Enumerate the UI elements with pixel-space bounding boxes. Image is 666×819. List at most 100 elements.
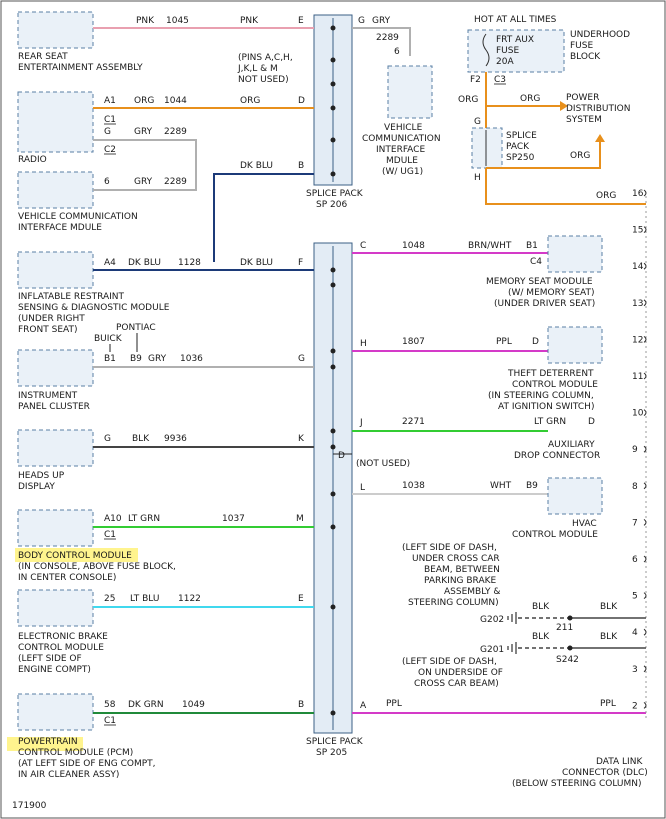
sp205-dot-b [330, 710, 336, 716]
vcim-top-label-3: INTERFACE [376, 145, 425, 155]
sp250-h: H [474, 173, 481, 183]
dlc-pin-12-terminal-icon [643, 336, 647, 343]
gnd-note-3: BEAM, BETWEEN [424, 565, 500, 575]
vcim-top-sp-pin: G [358, 16, 365, 26]
ebcm-color: LT BLU [130, 594, 159, 604]
pcm-sp-pin: B [298, 700, 304, 710]
rse-color-r: PNK [240, 16, 259, 26]
ground-g202-icon [507, 612, 517, 624]
ebcm-label-2: CONTROL MODULE [18, 643, 104, 653]
bcm-label-2: (IN CONSOLE, ABOVE FUSE BLOCK, [18, 562, 176, 572]
hvac-color: WHT [490, 481, 512, 491]
hvac-circuit: 1038 [402, 481, 425, 491]
sp205-label-1: SPLICE PACK [306, 737, 364, 747]
sp205-dot-h [330, 348, 336, 354]
rse-sp-pin: E [298, 16, 304, 26]
aux-sp-pin: J [359, 418, 363, 428]
radio-color-l: ORG [134, 96, 154, 106]
sp206-dot-b [330, 171, 336, 177]
radio-label: RADIO [18, 155, 47, 165]
sp205-label-2: SP 205 [316, 748, 347, 758]
pcm-conn: C1 [104, 716, 116, 726]
hvac-sp-pin: L [360, 483, 365, 493]
memory-circuit: 1048 [402, 241, 425, 251]
radio-color-r: ORG [240, 96, 260, 106]
dlc-pin-3-terminal-icon [643, 665, 647, 673]
bcm-sp-pin: M [296, 514, 304, 524]
sp205-dot-g [330, 364, 336, 370]
dlc-pin-15-terminal-icon [643, 226, 647, 233]
hud-color: BLK [132, 434, 150, 444]
sp206-pins-note-2: J,K,L & M [237, 64, 278, 74]
pds-label-3: SYSTEM [566, 115, 602, 125]
dlc-pin-10-terminal-icon [643, 409, 647, 416]
sp206-dot-2 [330, 57, 336, 63]
pcm-color: DK GRN [128, 700, 164, 710]
memory-sp-pin: C [360, 241, 366, 251]
ebcm-circuit: 1122 [178, 594, 201, 604]
bcm-box [17, 509, 94, 547]
g201-color-r: BLK [600, 632, 618, 642]
vcim-top-pin: 6 [394, 47, 400, 57]
dlc-pin-9: 9 [632, 445, 638, 455]
g201-note-1: (LEFT SIDE OF DASH, [402, 657, 497, 667]
theft-circuit: 1807 [402, 337, 425, 347]
dlc-pin-2-terminal-icon [643, 702, 647, 709]
g201-splice: S242 [556, 655, 579, 665]
pcm-pin: 58 [104, 700, 116, 710]
ipc-circuit: 1036 [180, 354, 203, 364]
hud-label-1: HEADS UP [18, 471, 65, 481]
hud-box [17, 429, 94, 467]
wire-radio-vcim-gry [93, 139, 197, 191]
rear-seat-label-1: REAR SEAT [18, 52, 68, 62]
dlc-pin-4-terminal-icon [643, 628, 647, 636]
g201-color-l: BLK [532, 632, 550, 642]
pds-arrow-icon [560, 101, 568, 111]
ipc-buick: BUICK [94, 334, 123, 344]
ipc-color: GRY [148, 354, 167, 364]
ground-g201-icon [507, 642, 517, 654]
sp206-dot-5 [330, 137, 336, 143]
theft-box [547, 326, 603, 364]
hud-label-2: DISPLAY [18, 482, 55, 492]
radio-circuit: 1044 [164, 96, 187, 106]
radio-c2-circuit: 2289 [164, 127, 187, 137]
memory-label-1: MEMORY SEAT MODULE [486, 277, 593, 287]
fuse-f2: F2 [470, 75, 481, 85]
ebcm-label-3: (LEFT SIDE OF [18, 654, 82, 664]
ipc-box [17, 349, 94, 387]
bcm-conn: C1 [104, 530, 116, 540]
theft-sp-pin: H [360, 339, 367, 349]
sp205-d-pin: D [338, 451, 345, 461]
pcm-label-3: (AT LEFT SIDE OF ENG COMPT, [18, 759, 156, 769]
sdm-label-3: (UNDER RIGHT [18, 314, 85, 324]
vcim-top-label-5: (W/ UG1) [382, 167, 423, 177]
sp206-b-color: DK BLU [240, 161, 273, 171]
theft-label-1: THEFT DETERRENT [507, 369, 594, 379]
rear-seat-box [17, 11, 94, 49]
ebcm-label-1: ELECTRONIC BRAKE [18, 632, 108, 642]
dlc-pin-4: 4 [632, 628, 638, 638]
wire-sp206-dkblu [213, 173, 314, 262]
dlc-pin-11: 11 [632, 372, 643, 382]
pds-label-2: DISTRIBUTION [566, 104, 630, 114]
dlc-pin-15: 15 [632, 226, 643, 236]
vcim-top-box [387, 65, 433, 119]
sp250-up-arrow-icon [595, 134, 605, 142]
rse-color-l: PNK [136, 16, 155, 26]
dlc-pin-14: 14 [632, 262, 644, 272]
figure-id: 171900 [12, 801, 47, 811]
dlc2-color-r: PPL [600, 699, 616, 709]
memory-color: BRN/WHT [468, 241, 512, 251]
ipc-label-1: INSTRUMENT [18, 391, 78, 401]
bcm-color: LT GRN [128, 514, 160, 524]
sp205-dot-k [330, 444, 336, 450]
dlc-pin-8: 8 [632, 482, 638, 492]
vcim-top-color: GRY [372, 16, 391, 26]
radio-c2-color: GRY [134, 127, 153, 137]
sp250-label-3: SP250 [506, 153, 535, 163]
sdm-label-1: INFLATABLE RESTRAINT [18, 292, 125, 302]
radio-pin: A1 [104, 96, 116, 106]
